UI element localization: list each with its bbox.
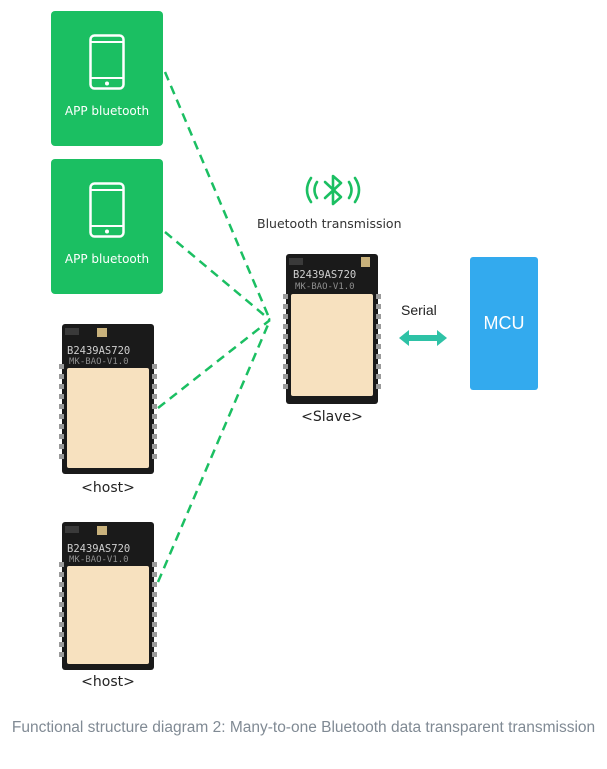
mcu-label: MCU: [483, 313, 525, 333]
mcu-block: MCU: [470, 257, 538, 390]
chip-marking-1: B2439AS720: [67, 543, 130, 555]
link-app-2: [164, 231, 271, 321]
bluetooth-transmission-label: Bluetooth transmission: [257, 216, 402, 231]
chip-marking-2: MK-BAO-V1.0: [69, 357, 129, 367]
phone-icon: [89, 182, 125, 238]
app-bluetooth-label: APP bluetooth: [64, 104, 150, 118]
serial-label: Serial: [401, 302, 437, 318]
chip-marking-2: MK-BAO-V1.0: [295, 282, 355, 292]
host-module-2: B2439AS720 MK-BAO-V1.0: [59, 522, 157, 670]
link-host-2: [156, 319, 272, 583]
bidirectional-arrow-icon: [399, 330, 447, 346]
host-label-2: <host>: [81, 674, 135, 690]
phone-icon: [89, 34, 125, 90]
host-label-1: <host>: [81, 480, 135, 496]
app-bluetooth-device-1: APP bluetooth: [51, 11, 163, 146]
host-module-1: B2439AS720 MK-BAO-V1.0: [59, 324, 157, 474]
chip-marking-2: MK-BAO-V1.0: [69, 555, 129, 565]
figure-caption: Functional structure diagram 2: Many-to-…: [11, 719, 596, 736]
chip-marking-1: B2439AS720: [67, 345, 130, 357]
link-app-1: [163, 71, 272, 321]
link-host-1: [157, 319, 271, 409]
app-bluetooth-label: APP bluetooth: [64, 252, 150, 266]
bluetooth-icon: [305, 174, 361, 206]
chip-marking-1: B2439AS720: [293, 269, 356, 281]
slave-label: <Slave>: [301, 409, 363, 425]
app-bluetooth-device-2: APP bluetooth: [51, 159, 163, 294]
slave-module: B2439AS720 MK-BAO-V1.0: [283, 254, 381, 404]
